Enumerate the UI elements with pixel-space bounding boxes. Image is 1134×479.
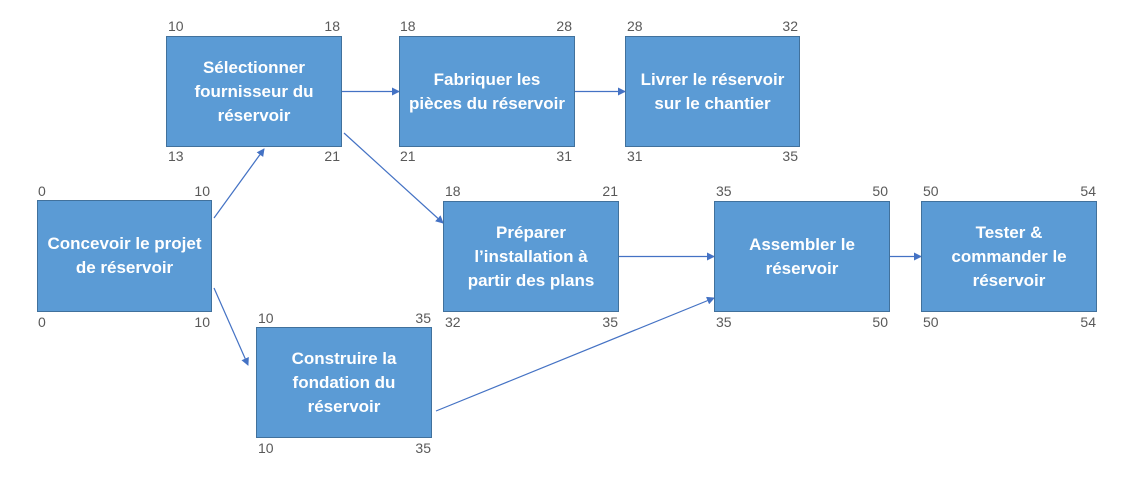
node-tester-ls: 50 xyxy=(923,314,939,330)
node-tester: Tester & commander le réservoir xyxy=(921,201,1097,312)
node-concevoir-ef: 10 xyxy=(194,183,210,199)
node-construire-es: 10 xyxy=(258,310,274,326)
node-concevoir-lf: 10 xyxy=(194,314,210,330)
node-preparer-es: 18 xyxy=(445,183,461,199)
edge-concevoir-to-construire xyxy=(213,287,249,366)
node-preparer-lf: 35 xyxy=(602,314,618,330)
node-concevoir: Concevoir le projet de réservoir xyxy=(37,200,212,312)
node-selectionner-lf: 21 xyxy=(324,148,340,164)
node-tester-ef: 54 xyxy=(1080,183,1096,199)
node-preparer: Préparer l’installation à partir des pla… xyxy=(443,201,619,312)
node-livrer-ef: 32 xyxy=(782,18,798,34)
node-livrer: Livrer le réservoir sur le chantier xyxy=(625,36,800,147)
node-construire: Construire la fondation du réservoir xyxy=(256,327,432,438)
node-preparer-ef: 21 xyxy=(602,183,618,199)
edge-construire-to-assembler xyxy=(435,296,715,412)
edge-concevoir-to-selectionner xyxy=(213,148,265,219)
node-livrer-es: 28 xyxy=(627,18,643,34)
node-construire-lf: 35 xyxy=(415,440,431,456)
node-selectionner: Sélectionner fournisseur du réservoir xyxy=(166,36,342,147)
node-construire-ef: 35 xyxy=(415,310,431,326)
node-fabriquer-ls: 21 xyxy=(400,148,416,164)
node-concevoir-es: 0 xyxy=(38,183,46,199)
node-fabriquer-ef: 28 xyxy=(556,18,572,34)
node-assembler: Assembler le réservoir xyxy=(714,201,890,312)
node-selectionner-ls: 13 xyxy=(168,148,184,164)
node-concevoir-ls: 0 xyxy=(38,314,46,330)
node-tester-lf: 54 xyxy=(1080,314,1096,330)
node-construire-ls: 10 xyxy=(258,440,274,456)
node-selectionner-ef: 18 xyxy=(324,18,340,34)
node-preparer-ls: 32 xyxy=(445,314,461,330)
node-livrer-lf: 35 xyxy=(782,148,798,164)
node-assembler-es: 35 xyxy=(716,183,732,199)
node-fabriquer: Fabriquer les pièces du réservoir xyxy=(399,36,575,147)
node-assembler-lf: 50 xyxy=(872,314,888,330)
node-assembler-ls: 35 xyxy=(716,314,732,330)
node-selectionner-es: 10 xyxy=(168,18,184,34)
node-fabriquer-lf: 31 xyxy=(556,148,572,164)
node-assembler-ef: 50 xyxy=(872,183,888,199)
edge-selectionner-to-preparer xyxy=(343,132,444,224)
node-fabriquer-es: 18 xyxy=(400,18,416,34)
node-tester-es: 50 xyxy=(923,183,939,199)
node-livrer-ls: 31 xyxy=(627,148,643,164)
